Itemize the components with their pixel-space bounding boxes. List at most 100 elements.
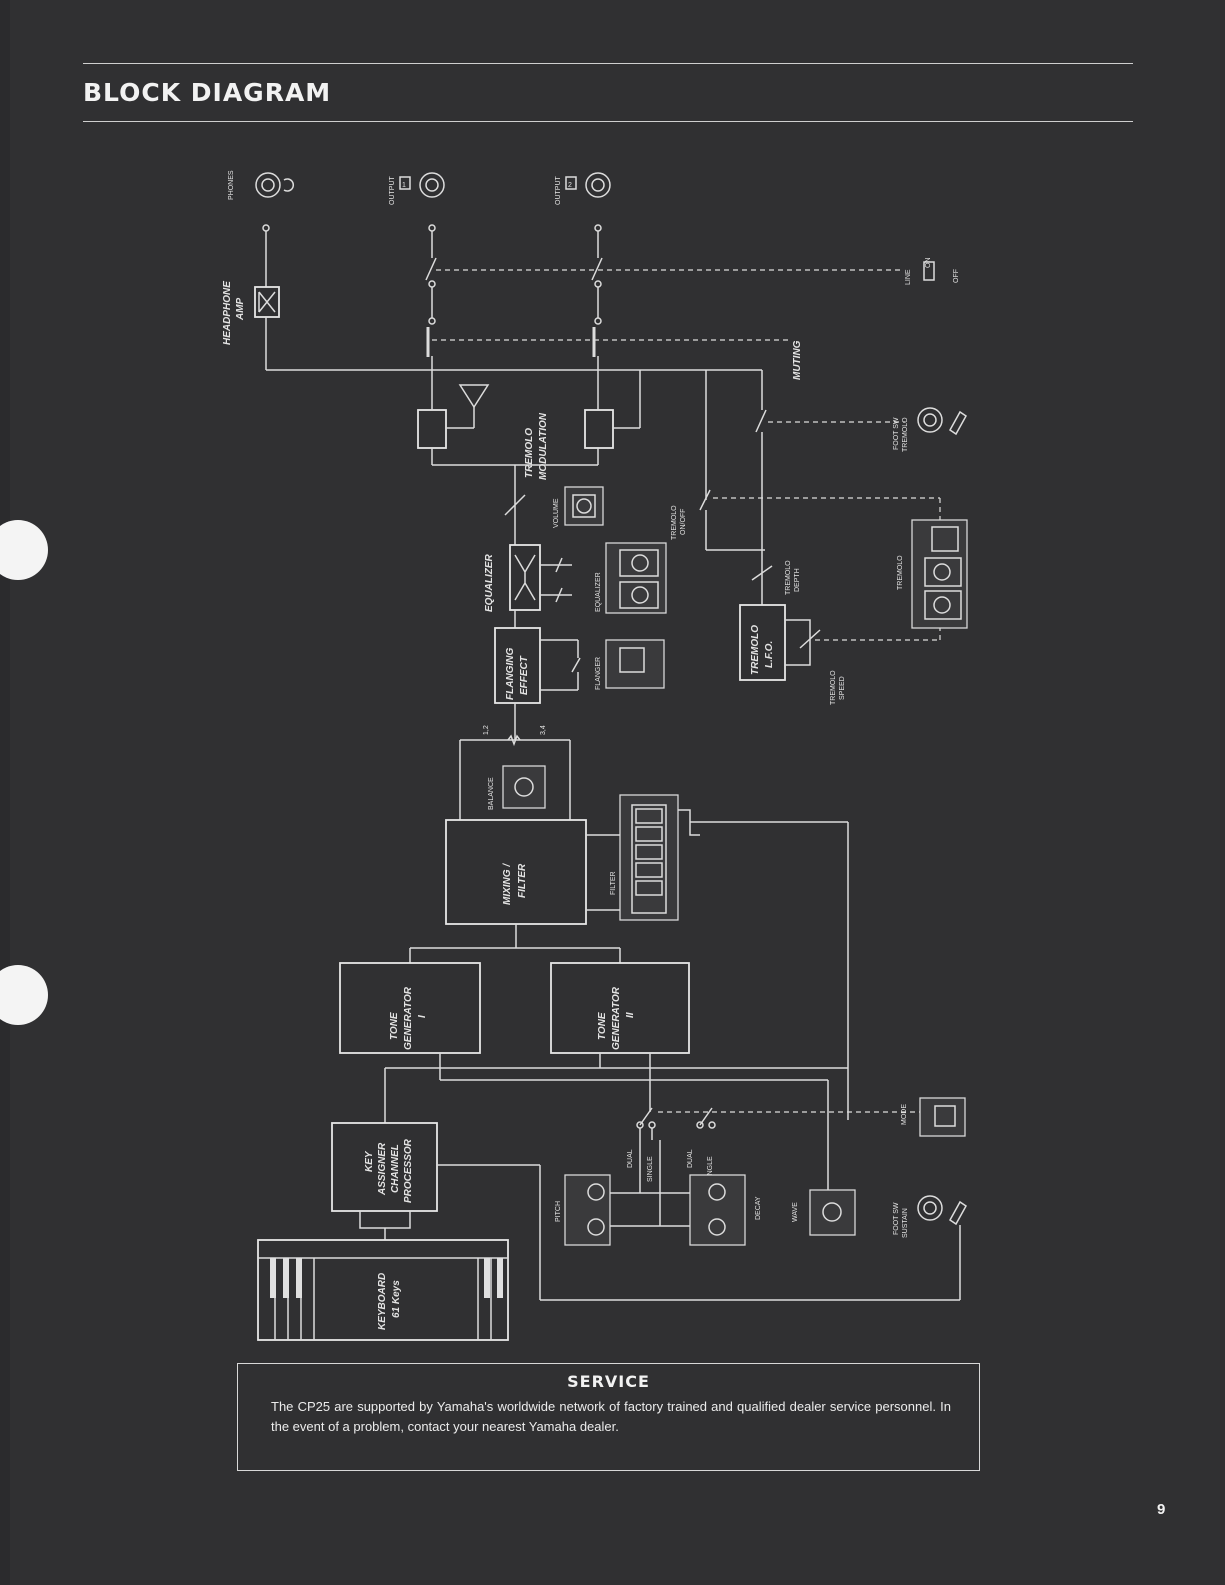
svg-text:GENERATOR: GENERATOR <box>403 986 414 1050</box>
svg-text:TREMOLO: TREMOLO <box>750 625 761 675</box>
foot-tremolo-switch <box>755 409 767 433</box>
svg-text:TREMOLO: TREMOLO <box>785 560 792 595</box>
svg-text:GENERATOR: GENERATOR <box>611 986 622 1050</box>
flanging-effect-block: FLANGING EFFECT <box>494 627 581 704</box>
svg-text:I: I <box>417 1015 428 1018</box>
svg-text:MODULATION: MODULATION <box>538 412 549 480</box>
output1-jack: 1 OUTPUT <box>389 172 445 206</box>
svg-text:SINGLE: SINGLE <box>647 1156 654 1182</box>
foot-switch-icon <box>949 1200 967 1226</box>
decay-panel: DECAY <box>689 1174 762 1246</box>
svg-text:WAVE: WAVE <box>792 1202 799 1222</box>
balance-pot <box>507 734 521 747</box>
mixing-filter-block: MIXING / FILTER <box>445 819 587 925</box>
svg-text:FOOT SW: FOOT SW <box>893 417 900 450</box>
svg-text:TREMOLO: TREMOLO <box>524 428 535 478</box>
balance-panel: BALANCE <box>488 765 546 810</box>
tremolo-modulation-block: TREMOLO MODULATION <box>417 370 641 480</box>
svg-text:AMP: AMP <box>235 297 246 321</box>
svg-text:EQUALIZER: EQUALIZER <box>484 553 495 612</box>
svg-text:DECAY: DECAY <box>755 1196 762 1220</box>
svg-text:DEPTH: DEPTH <box>794 568 801 592</box>
svg-text:ON/OFF: ON/OFF <box>680 509 687 535</box>
svg-text:1,2: 1,2 <box>483 725 490 735</box>
svg-text:61 Keys: 61 Keys <box>391 1280 402 1318</box>
svg-text:BALANCE: BALANCE <box>488 777 495 810</box>
svg-text:MODE: MODE <box>901 1104 908 1125</box>
svg-text:PROCESSOR: PROCESSOR <box>403 1138 414 1203</box>
svg-text:KEY: KEY <box>364 1150 375 1172</box>
svg-text:TREMOLO: TREMOLO <box>830 670 837 705</box>
output2-label: OUTPUT <box>555 176 562 206</box>
equalizer-block: EQUALIZER <box>484 544 572 612</box>
tone-generator-2-block: TONE GENERATOR II <box>550 962 690 1054</box>
binder-hole <box>0 520 48 580</box>
tremolo-on-off-switch <box>699 489 711 511</box>
svg-text:TREMOLO: TREMOLO <box>902 417 909 452</box>
volume-panel: VOLUME <box>553 486 604 528</box>
svg-text:FILTER: FILTER <box>610 871 617 895</box>
mode-panel: MODE <box>901 1097 966 1137</box>
foot-sw-tremolo-jack: FOOT SW TREMOLO <box>893 407 967 452</box>
service-heading: SERVICE <box>567 1372 650 1391</box>
svg-text:DUAL: DUAL <box>627 1149 634 1168</box>
svg-text:PITCH: PITCH <box>555 1201 562 1222</box>
foot-sw-sustain-jack: FOOT SW SUSTAIN <box>893 1195 967 1238</box>
phones-label: PHONES <box>228 170 235 200</box>
pitch-panel: PITCH <box>555 1174 611 1246</box>
svg-text:FOOT SW: FOOT SW <box>893 1202 900 1235</box>
page-number: 9 <box>1157 1501 1166 1518</box>
tremolo-panel: TREMOLO <box>897 519 968 629</box>
svg-text:FILTER: FILTER <box>517 863 528 898</box>
svg-text:II: II <box>625 1012 636 1018</box>
svg-text:ASSIGNER: ASSIGNER <box>377 1142 388 1196</box>
muting-label: MUTING <box>792 340 803 380</box>
tremolo-lfo-block: TREMOLO L.F.O. <box>739 604 786 681</box>
dual-single-switches: DUAL SINGLE DUAL SINGLE <box>627 1107 960 1193</box>
tremolo-depth-pot <box>751 565 773 581</box>
svg-text:TREMOLO: TREMOLO <box>897 555 904 590</box>
line-switch-1 <box>425 257 437 281</box>
svg-text:L.F.O.: L.F.O. <box>764 641 775 668</box>
svg-text:1: 1 <box>402 182 406 189</box>
flanger-panel: FLANGER <box>595 639 665 690</box>
svg-text:DUAL: DUAL <box>687 1149 694 1168</box>
line-switch-2 <box>591 257 603 281</box>
svg-text:SPEED: SPEED <box>839 676 846 700</box>
page-title: BLOCK DIAGRAM <box>83 78 332 107</box>
service-box: SERVICE The CP25 are supported by Yamaha… <box>237 1363 980 1471</box>
top-rule <box>83 63 1133 64</box>
line-switch-indicator: LINE ON OFF <box>905 258 960 286</box>
tremolo-speed-pot <box>799 629 821 649</box>
svg-text:FLANGING: FLANGING <box>505 648 516 700</box>
svg-text:KEYBOARD: KEYBOARD <box>377 1273 388 1330</box>
svg-text:HEADPHONE: HEADPHONE <box>222 281 233 345</box>
svg-text:MIXING /: MIXING / <box>502 863 513 905</box>
output2-jack: 2 OUTPUT <box>555 172 611 206</box>
svg-text:EFFECT: EFFECT <box>519 655 530 695</box>
binder-hole <box>0 965 48 1025</box>
title-rule <box>83 121 1133 122</box>
svg-text:FLANGER: FLANGER <box>595 657 602 690</box>
phones-jack: PHONES <box>228 170 294 200</box>
wave-panel: WAVE <box>792 1189 856 1236</box>
keyboard-block: KEYBOARD 61 Keys <box>257 1239 509 1341</box>
tone-generator-1-block: TONE GENERATOR I <box>339 962 481 1054</box>
svg-text:EQUALIZER: EQUALIZER <box>595 572 602 612</box>
svg-text:2: 2 <box>568 182 572 189</box>
headphone-icon <box>283 178 294 192</box>
manual-page <box>10 0 1225 1585</box>
output1-label: OUTPUT <box>389 176 396 206</box>
svg-text:3,4: 3,4 <box>540 725 547 735</box>
svg-text:SINGLE: SINGLE <box>707 1156 714 1182</box>
svg-text:SUSTAIN: SUSTAIN <box>902 1208 909 1238</box>
svg-text:VOLUME: VOLUME <box>553 498 560 528</box>
filter-panel: FILTER <box>610 794 679 921</box>
service-text: The CP25 are supported by Yamaha's world… <box>271 1399 951 1434</box>
svg-text:CHANNEL: CHANNEL <box>390 1144 401 1193</box>
svg-text:TONE: TONE <box>597 1012 608 1040</box>
svg-text:LINE: LINE <box>905 269 912 285</box>
equalizer-panel: EQUALIZER <box>595 542 667 614</box>
svg-text:TREMOLO: TREMOLO <box>671 505 678 540</box>
